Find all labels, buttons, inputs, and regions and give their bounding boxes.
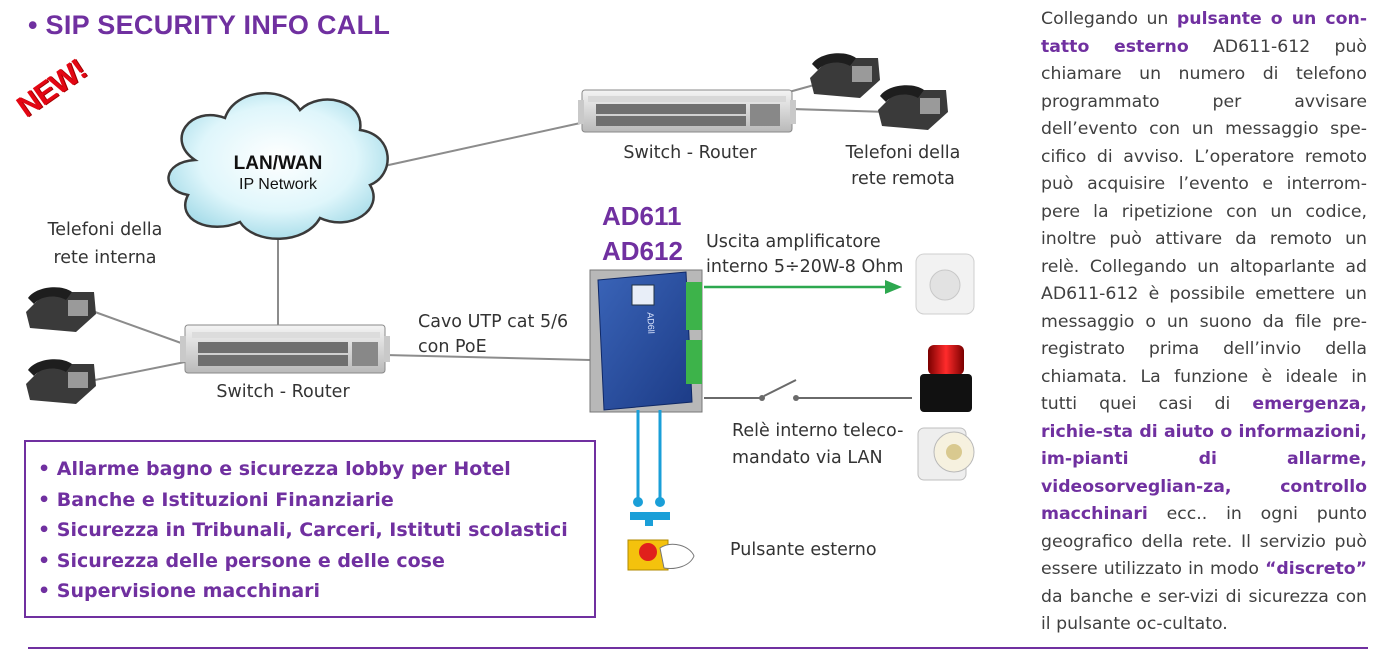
model-ad612: AD612: [602, 236, 683, 266]
local-switch-router: [180, 324, 390, 374]
remote-switch-router: [578, 89, 796, 133]
description-paragraph: Collegando un pulsante o un con-tatto es…: [1041, 6, 1367, 639]
amplifier-output-arrow: [704, 280, 902, 294]
model-ad611: AD611: [602, 201, 682, 231]
application-item: Sicurezza in Tribunali, Carceri, Istitut…: [38, 515, 594, 546]
network-diagram: [26, 53, 975, 571]
application-item: Allarme bagno e sicurezza lobby per Hote…: [38, 454, 594, 485]
application-item: Banche e Istituzioni Finanziarie: [38, 485, 594, 516]
remote-phones-label-2: rete remota: [851, 169, 955, 189]
remote-phones-label-1: Telefoni della: [845, 143, 961, 163]
cloud-label-ip-network: IP Network: [239, 176, 317, 193]
push-button-icon: [627, 539, 695, 571]
desc-text: da banche e ser-vizi di sicurezza con il…: [1041, 586, 1367, 635]
speaker-icon: [915, 253, 975, 315]
local-phone-link-2: [94, 359, 196, 381]
lan-wan-cloud: [167, 91, 389, 240]
desc-highlight: emergenza, richie-sta di aiuto o informa…: [1041, 394, 1367, 524]
ad611-device: [589, 269, 703, 413]
desc-highlight: “discreto”: [1265, 559, 1367, 579]
amplifier-label-2: interno 5÷20W-8 Ohm: [706, 257, 904, 277]
local-phone-link-1: [94, 311, 196, 349]
desc-highlight: pulsante o un con-tatto esterno: [1041, 9, 1367, 57]
application-item: Supervisione macchinari: [38, 576, 594, 607]
device-print: AD6ll: [645, 312, 657, 334]
external-button-label: Pulsante esterno: [730, 540, 877, 560]
internal-phones-label-1: Telefoni della: [47, 220, 163, 240]
button-wires: [630, 410, 670, 526]
relay-switch-symbol: [704, 379, 912, 401]
amplifier-label-1: Uscita amplificatore: [706, 232, 881, 252]
beacon-light-icon: [920, 345, 972, 412]
siren-icon: [917, 427, 975, 481]
local-phone-1: [26, 287, 96, 332]
cloud-remote-link: [374, 121, 586, 169]
cloud-label-lan-wan: LAN/WAN: [233, 153, 323, 174]
desc-text: Collegando un: [1041, 9, 1177, 29]
cable-label-2: con PoE: [418, 337, 487, 357]
desc-text: ecc.. in ogni punto geografico della ret…: [1041, 504, 1367, 579]
relay-label-1: Relè interno teleco-: [732, 421, 904, 441]
local-switch-label: Switch - Router: [216, 382, 350, 402]
remote-phone-1: [810, 53, 880, 98]
desc-text: AD611-612 può chiamare un numero di tele…: [1041, 36, 1367, 415]
remote-phone-2: [878, 85, 948, 130]
application-item: Sicurezza delle persone e delle cose: [38, 546, 594, 577]
utp-cable: [384, 354, 591, 361]
cable-label-1: Cavo UTP cat 5/6: [418, 312, 569, 332]
bottom-divider: [28, 647, 1368, 649]
relay-label-2: mandato via LAN: [732, 448, 883, 468]
local-phone-2: [26, 359, 96, 404]
internal-phones-label-2: rete interna: [53, 248, 157, 268]
remote-switch-label: Switch - Router: [623, 143, 757, 163]
applications-box: Allarme bagno e sicurezza lobby per Hote…: [24, 440, 596, 618]
page-title: • SIP SECURITY INFO CALL: [28, 10, 391, 40]
